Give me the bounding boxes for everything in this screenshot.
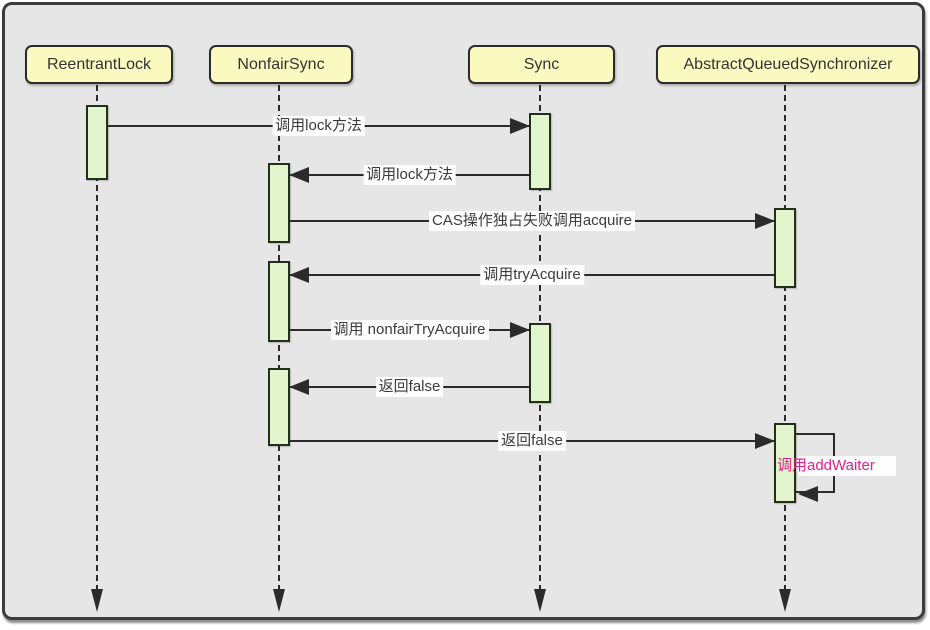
message-label: 调用tryAcquire bbox=[480, 265, 584, 285]
message-label: CAS操作独占失败调用acquire bbox=[428, 211, 636, 231]
activation-nonfairsync-3 bbox=[268, 368, 290, 446]
activation-nonfairsync-1 bbox=[268, 163, 290, 243]
actor-nonfairsync: NonfairSync bbox=[209, 45, 353, 84]
arrowhead-right-icon bbox=[510, 118, 530, 134]
actor-sync: Sync bbox=[468, 45, 615, 84]
activation-sync-1 bbox=[529, 113, 551, 190]
actor-label: Sync bbox=[523, 55, 560, 73]
lifeline-end-arrow-icon bbox=[273, 589, 285, 612]
arrowhead-left-icon bbox=[289, 167, 309, 183]
activation-reentrantlock-1 bbox=[86, 105, 108, 180]
lifeline-end-arrow-icon bbox=[779, 589, 791, 612]
lifeline-reentrantlock bbox=[96, 85, 98, 591]
message-label: 返回false bbox=[375, 377, 444, 397]
activation-nonfairsync-2 bbox=[268, 261, 290, 342]
actor-abstractqueuedsynchronizer: AbstractQueuedSynchronizer bbox=[656, 45, 920, 84]
message-label: 调用lock方法 bbox=[272, 116, 365, 136]
activation-sync-2 bbox=[529, 323, 551, 403]
message-label: 返回false bbox=[498, 431, 566, 451]
message-label: 调用 nonfairTryAcquire bbox=[330, 320, 489, 340]
arrowhead-left-icon bbox=[289, 379, 309, 395]
actor-label: AbstractQueuedSynchronizer bbox=[683, 55, 893, 73]
arrowhead-right-icon bbox=[755, 213, 775, 229]
self-message-label: 调用addWaiter bbox=[777, 457, 875, 474]
self-message-label-bg bbox=[798, 456, 896, 476]
actor-label: ReentrantLock bbox=[46, 55, 152, 73]
diagram-panel: ReentrantLock NonfairSync Sync AbstractQ… bbox=[2, 2, 925, 620]
actor-reentrantlock: ReentrantLock bbox=[25, 45, 173, 84]
arrowhead-left-icon bbox=[289, 267, 309, 283]
message-label: 调用lock方法 bbox=[363, 165, 456, 185]
activation-aqs-1 bbox=[774, 208, 796, 288]
activation-aqs-2 bbox=[774, 423, 796, 503]
arrowhead-left-icon bbox=[798, 486, 818, 502]
actor-label: NonfairSync bbox=[237, 55, 325, 73]
arrowhead-right-icon bbox=[755, 433, 775, 449]
lifeline-end-arrow-icon bbox=[91, 589, 103, 612]
arrowhead-right-icon bbox=[510, 322, 530, 338]
lifeline-abstractqueuedsynchronizer bbox=[784, 85, 786, 591]
lifeline-end-arrow-icon bbox=[534, 589, 546, 612]
